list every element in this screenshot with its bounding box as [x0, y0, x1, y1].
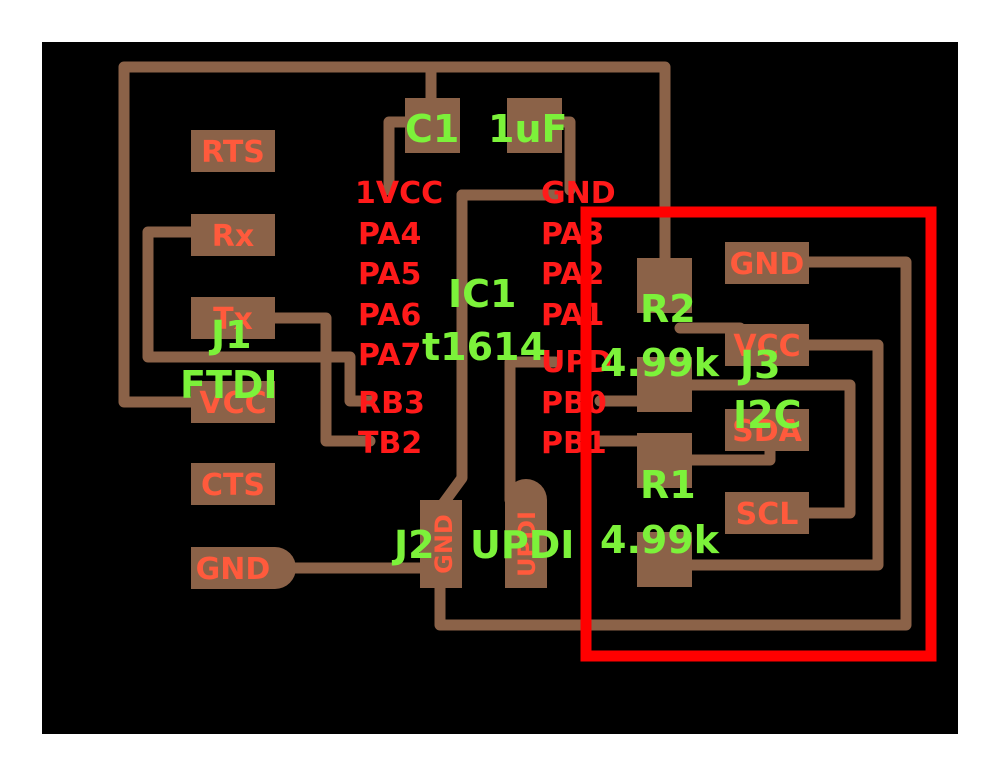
ic1-name: t1614 — [422, 325, 546, 369]
updi-pad-gnd — [420, 500, 462, 588]
ftdi-pad-vcc — [191, 381, 275, 423]
j2-ref: J2 — [391, 523, 435, 567]
trace-gnd-loop — [434, 256, 912, 631]
r1-pad-2 — [637, 532, 692, 587]
ftdi-pad-label: Tx — [213, 302, 253, 337]
ic-pin-label: PA1 — [541, 298, 604, 333]
i2c-pad-scl — [725, 492, 809, 534]
j1-ref: J1 — [208, 313, 252, 357]
c1-value: 1uF — [488, 107, 567, 151]
ftdi-pad-label: CTS — [201, 468, 265, 503]
ftdi-pad-rx — [191, 214, 275, 256]
ic-pin-label: RB3 — [358, 386, 425, 421]
r2-pad-2 — [637, 357, 692, 412]
i2c-pad-gnd — [725, 242, 809, 284]
r1-value: 4.99k — [600, 518, 720, 562]
ic-pin-label: TB2 — [358, 426, 422, 461]
ftdi-pad-label: GND — [196, 552, 271, 587]
c1-pad-1 — [405, 98, 460, 153]
ftdi-pad-label: RTS — [201, 135, 265, 170]
r1-pad-1 — [637, 433, 692, 488]
j3-ref: J3 — [737, 343, 781, 387]
r2-value: 4.99k — [600, 341, 720, 385]
ic-right-pin-labels: GND PA3 PA2 PA1 UPDI PB0 PB1 — [541, 176, 623, 461]
updi-pad-label: GND — [430, 514, 458, 574]
ic-pin-label: GND — [541, 176, 616, 211]
c1-pad-2 — [507, 98, 562, 153]
i2c-pad-label: GND — [730, 247, 805, 282]
c1-ref: C1 — [405, 107, 459, 151]
ftdi-pad-rts — [191, 130, 275, 172]
ic-pin-label: PA3 — [541, 217, 604, 252]
ftdi-pad-cts — [191, 463, 275, 505]
pads — [191, 98, 809, 589]
updi-pad-labels: GND UPDI — [430, 511, 541, 577]
trace-tx — [249, 312, 376, 447]
trace-updi — [504, 356, 561, 506]
trace-gnd-vertical — [434, 189, 468, 514]
ftdi-pad-gnd — [191, 547, 296, 589]
ic-pin-label: 1VCC — [355, 176, 443, 211]
ic-pin-label: PB1 — [541, 426, 607, 461]
ftdi-pad-label: VCC — [199, 386, 266, 421]
i2c-pad-label: SCL — [736, 497, 799, 532]
silkscreen: C1 1uF IC1 t1614 J1 FTDI J2 UPDI R2 4.99… — [180, 107, 801, 567]
updi-pad-updi — [505, 479, 547, 588]
trace-vcc-right — [684, 339, 884, 571]
trace-c1-vcc — [383, 116, 416, 196]
r2-ref: R2 — [640, 287, 696, 331]
ic1-ref: IC1 — [448, 272, 516, 316]
ic-pin-label: PA7 — [358, 338, 421, 373]
i2c-pad-sda — [725, 409, 809, 451]
traces — [118, 61, 912, 631]
ic-pin-label: PA6 — [358, 298, 421, 333]
j3-name: I2C — [733, 393, 801, 437]
ftdi-pad-label: Rx — [212, 219, 254, 254]
ftdi-pad-labels: RTS Rx Tx VCC CTS GND — [196, 135, 271, 587]
i2c-pad-label: VCC — [733, 329, 800, 364]
trace-vcc-loop — [118, 61, 671, 408]
trace-scl — [684, 379, 856, 519]
ic-pin-label: PA2 — [541, 257, 604, 292]
j2-name: UPDI — [470, 523, 574, 567]
ic-pin-label: PA5 — [358, 257, 421, 292]
i2c-pad-label: SDA — [732, 414, 803, 449]
r2-pad-1 — [637, 258, 692, 313]
ftdi-pad-tx — [191, 297, 275, 339]
i2c-pad-vcc — [725, 324, 809, 366]
trace-rx — [142, 226, 376, 407]
i2c-pad-labels: GND VCC SDA SCL — [730, 247, 805, 532]
highlight-box — [580, 206, 937, 662]
ic-pin-label: PA4 — [358, 217, 421, 252]
r1-ref: R1 — [640, 463, 696, 507]
updi-pad-label: UPDI — [513, 511, 541, 577]
ic-pin-label: PB0 — [541, 386, 607, 421]
j1-name: FTDI — [180, 363, 278, 407]
ic-left-pin-labels: 1VCC PA4 PA5 PA6 PA7 RB3 TB2 — [355, 176, 443, 461]
